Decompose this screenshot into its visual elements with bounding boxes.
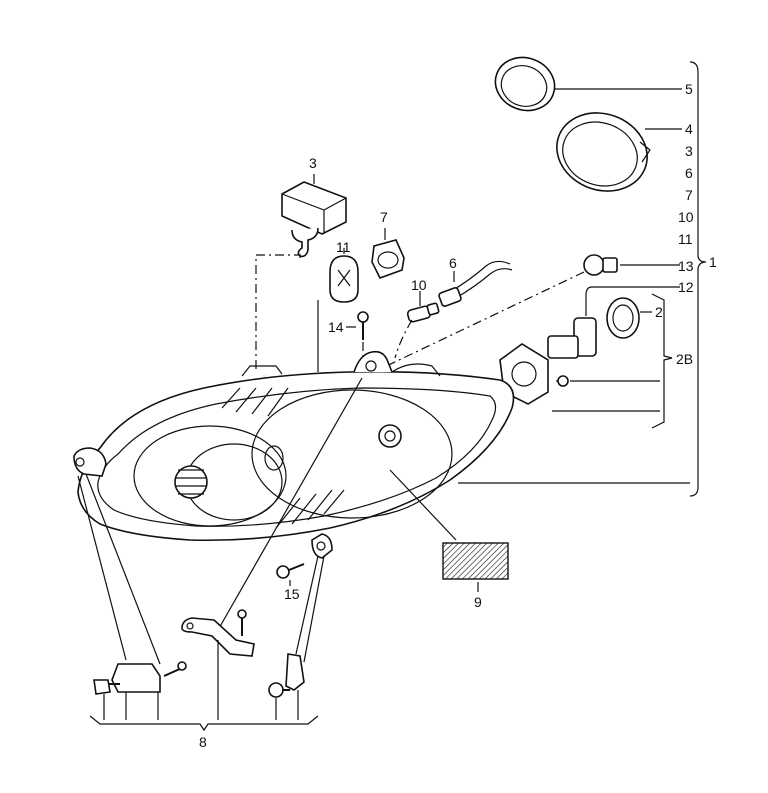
headlight-housing-part-1 bbox=[73, 350, 515, 559]
bracket-group-1 bbox=[458, 61, 707, 497]
screw-part-14 bbox=[346, 311, 369, 360]
callout-14: 14 bbox=[328, 319, 344, 335]
callout-9: 9 bbox=[474, 594, 482, 610]
callout-list-10: 10 bbox=[678, 209, 694, 225]
bracket-mid-part-8 bbox=[181, 377, 363, 657]
callout-5: 5 bbox=[685, 81, 693, 97]
bulb-part-10 bbox=[394, 291, 440, 359]
callout-part-11: 11 bbox=[336, 239, 351, 255]
callout-2: 2 bbox=[655, 304, 663, 320]
cap-part-5 bbox=[494, 56, 682, 112]
label-plate-part-9 bbox=[389, 469, 509, 592]
bracket-left-part-8 bbox=[77, 473, 187, 695]
callout-2b: 2B bbox=[676, 351, 693, 367]
actuator-part-3 bbox=[255, 174, 347, 372]
bracket-group-2b bbox=[552, 293, 673, 429]
callout-list-7: 7 bbox=[685, 187, 693, 203]
callout-list-6: 6 bbox=[685, 165, 693, 181]
bulb-part-13 bbox=[377, 254, 680, 371]
bulb-part-11 bbox=[317, 248, 359, 372]
adjuster-part-12 bbox=[547, 286, 680, 359]
callout-4: 4 bbox=[685, 121, 693, 137]
harness-part-6 bbox=[438, 260, 513, 307]
callout-part-10: 10 bbox=[411, 277, 427, 293]
callout-1: 1 bbox=[709, 254, 717, 270]
callout-part-3: 3 bbox=[309, 155, 317, 171]
callout-15: 15 bbox=[284, 586, 300, 602]
callout-part-6: 6 bbox=[449, 255, 457, 271]
callout-8: 8 bbox=[199, 734, 207, 750]
callout-list-3: 3 bbox=[685, 143, 693, 159]
screw-part-15 bbox=[276, 563, 305, 586]
bracket-group-8 bbox=[89, 640, 319, 732]
callout-12: 12 bbox=[678, 279, 694, 295]
callout-13: 13 bbox=[678, 258, 694, 274]
cap-part-4 bbox=[556, 112, 682, 192]
bracket-right-part-8 bbox=[268, 555, 325, 698]
callout-list-11: 11 bbox=[678, 231, 693, 247]
socket-part-7 bbox=[371, 228, 405, 279]
callout-part-7: 7 bbox=[380, 209, 388, 225]
